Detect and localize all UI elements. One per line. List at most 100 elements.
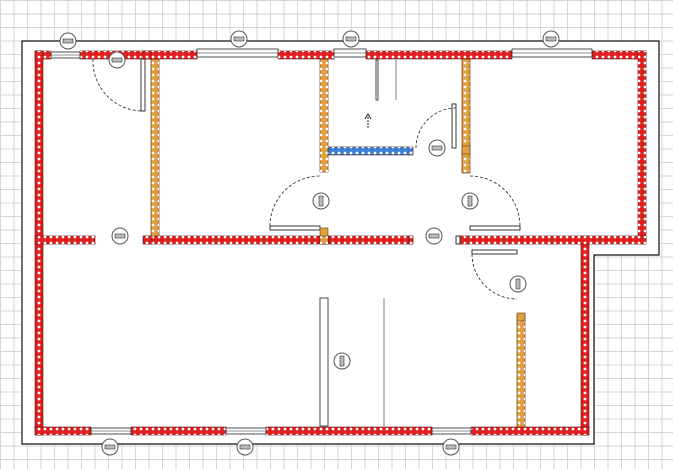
door-leaf [140,58,146,112]
edit-handle-grip [339,355,345,367]
edit-handle-grip [233,36,245,42]
edit-handle[interactable] [428,139,446,157]
edit-handle[interactable] [108,51,126,69]
wall-studs [328,236,412,244]
exterior-wall[interactable] [470,426,590,436]
exterior-wall[interactable] [142,235,153,245]
wall-studs [142,51,151,59]
door[interactable] [415,103,457,149]
door[interactable] [455,235,461,245]
wall-studs [517,315,525,427]
exterior-wall[interactable] [277,50,335,60]
edit-handle[interactable] [342,30,360,48]
exterior-wall[interactable] [130,426,227,436]
edit-handle[interactable] [425,227,443,245]
exterior-wall[interactable] [465,235,647,245]
edit-handle[interactable] [333,352,351,370]
edit-handle-grip [62,38,74,44]
edit-handle-grip [445,444,457,450]
door-leaf [469,225,521,231]
window[interactable] [511,48,593,58]
interior-wall[interactable] [461,58,471,174]
window[interactable] [431,427,472,435]
wall-studs [35,427,91,435]
wall-studs [466,236,646,244]
wall-studs [145,236,322,244]
window[interactable] [90,427,132,435]
wall-studs [320,236,328,244]
edit-handle-grip [545,36,557,42]
exterior-wall[interactable] [141,50,152,60]
wall-studs [471,427,589,435]
exterior-wall[interactable] [408,235,414,245]
door-leaf [269,225,321,231]
wall-studs [409,236,413,244]
wall-studs [80,51,197,59]
window[interactable] [333,48,367,58]
wall-studs [131,427,226,435]
edit-handle[interactable] [236,438,254,456]
door-jamb [461,145,471,155]
door-leaf [455,235,461,245]
edit-handle[interactable] [442,438,460,456]
edit-handle[interactable] [509,275,527,293]
wall-studs [278,51,334,59]
exterior-wall[interactable] [580,235,590,436]
exterior-wall[interactable] [637,50,647,245]
edit-handle-grip [318,195,324,207]
edit-handle-grip [114,233,126,239]
edit-handle-grip [431,145,443,151]
interior-wall[interactable] [516,314,526,428]
door-swing-arc [415,107,457,149]
window[interactable] [50,51,81,59]
edit-handle-grip [515,278,521,290]
wall-studs [266,427,432,435]
exterior-wall[interactable] [265,426,433,436]
edit-handle-grip [104,444,116,450]
wall-studs [320,59,328,172]
window[interactable] [196,48,279,58]
edit-handle[interactable] [59,32,77,50]
exterior-wall[interactable] [365,50,513,60]
door-leaf [471,249,518,255]
edit-handle[interactable] [101,438,119,456]
partition-wall[interactable] [327,146,414,156]
edit-handle-grip [428,233,440,239]
door[interactable] [469,175,521,231]
door[interactable] [92,58,146,112]
walls-layer [34,50,647,436]
arrow-up-icon [364,113,372,128]
window[interactable] [319,297,385,427]
exterior-wall[interactable] [327,235,413,245]
window[interactable] [375,59,397,101]
wall-studs [328,147,413,155]
interior-wall[interactable] [150,58,160,237]
door-swing-arc [471,253,518,300]
edit-handle[interactable] [461,192,479,210]
edit-handle[interactable] [542,30,560,48]
interior-wall[interactable] [319,58,329,173]
wall-studs [366,51,512,59]
door-leaf [451,103,457,149]
wall-studs [581,236,589,435]
exterior-wall[interactable] [34,426,92,436]
edit-handle[interactable] [111,227,129,245]
wall-studs [462,59,470,173]
exterior-wall[interactable] [79,50,198,60]
exterior-wall[interactable] [144,235,323,245]
wall-studs [151,59,159,236]
door[interactable] [471,249,518,300]
interior-wall[interactable] [319,235,329,245]
edit-handle-grip [239,444,251,450]
wall-studs [458,236,468,244]
edit-handle[interactable] [230,30,248,48]
door-jamb [516,312,526,322]
exterior-wall[interactable] [34,235,96,245]
edit-handle-grip [111,57,123,63]
edit-handle[interactable] [312,192,330,210]
wall-studs [35,236,95,244]
window[interactable] [225,427,267,435]
wall-studs [143,236,152,244]
wall-studs [592,51,646,59]
